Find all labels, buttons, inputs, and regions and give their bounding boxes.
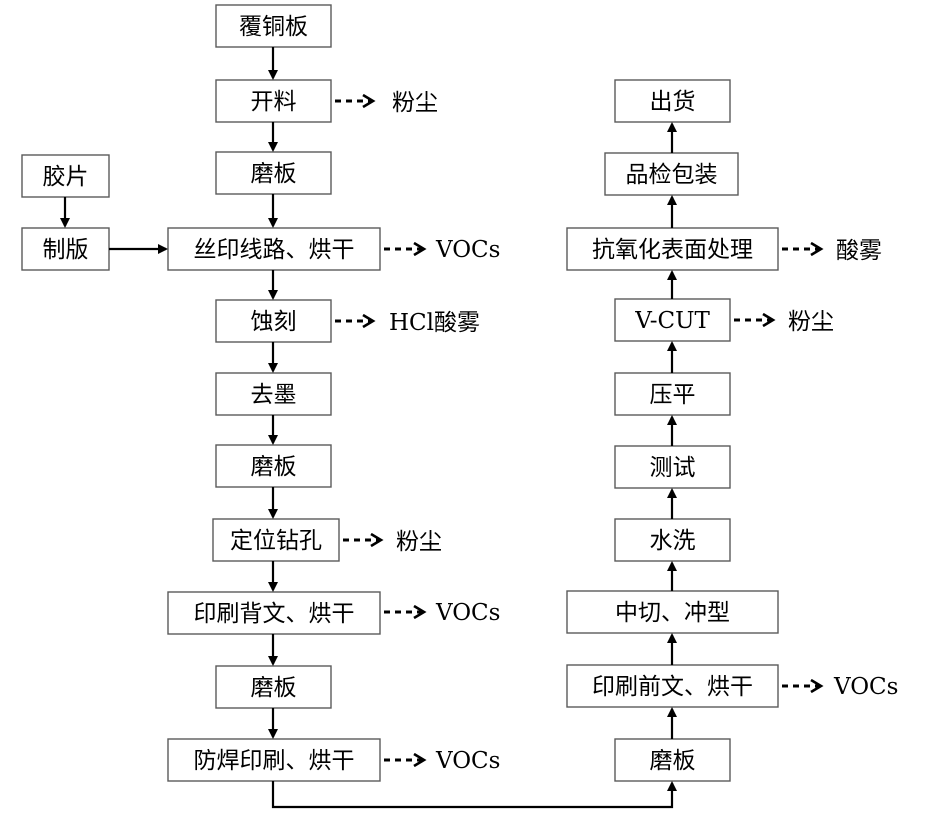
step-label: 印刷前文、烘干 (592, 674, 753, 700)
emission-label: 粉尘 (396, 529, 442, 555)
step-silkscreen-circuit: 丝印线路、烘干 (167, 227, 381, 271)
emission-silkscreen: VOCs (384, 237, 500, 263)
step-label: 覆铜板 (239, 14, 308, 40)
step-flattening: 压平 (614, 372, 731, 416)
step-grinding-4: 磨板 (614, 738, 731, 782)
emission-cutting: 粉尘 (335, 90, 438, 116)
step-film: 胶片 (21, 154, 110, 198)
step-grinding-3: 磨板 (215, 665, 332, 709)
step-anti-oxidation-treatment: 抗氧化表面处理 (566, 227, 779, 271)
step-shipment: 出货 (614, 79, 731, 123)
emission-v-cut: 粉尘 (734, 309, 834, 335)
step-positioning-drilling: 定位钻孔 (212, 518, 340, 562)
step-back-text-printing: 印刷背文、烘干 (167, 591, 381, 635)
step-cutting-punching: 中切、冲型 (566, 590, 779, 634)
step-label: 水洗 (650, 528, 696, 554)
step-label: 中切、冲型 (615, 600, 730, 626)
emission-label: 酸雾 (836, 238, 882, 264)
step-front-text-printing: 印刷前文、烘干 (566, 664, 779, 708)
step-label: 蚀刻 (251, 309, 297, 335)
step-label: 磨板 (251, 454, 297, 480)
step-copper-clad-board: 覆铜板 (215, 4, 332, 48)
emission-solder-mask: VOCs (384, 748, 500, 774)
step-grinding-1: 磨板 (215, 151, 332, 195)
step-grinding-2: 磨板 (215, 444, 332, 488)
emission-label: 粉尘 (392, 90, 438, 116)
step-solder-mask-printing: 防焊印刷、烘干 (167, 738, 381, 782)
step-label: 定位钻孔 (230, 528, 322, 554)
emission-label: VOCs (435, 237, 500, 263)
step-label: 测试 (650, 455, 696, 481)
step-label: 抗氧化表面处理 (592, 237, 753, 263)
emission-front-text: VOCs (782, 674, 898, 700)
step-inspection-packaging: 品检包装 (604, 152, 739, 196)
emission-etching: HCl酸雾 (335, 310, 480, 336)
emission-label: VOCs (435, 600, 500, 626)
step-washing: 水洗 (614, 518, 731, 562)
step-label: 制版 (43, 237, 89, 263)
step-label: 品检包装 (626, 162, 718, 188)
step-label: 开料 (251, 89, 297, 115)
step-label: 胶片 (43, 164, 89, 190)
emission-label: VOCs (833, 674, 898, 700)
step-label: 压平 (650, 382, 696, 408)
step-ink-removal: 去墨 (215, 372, 332, 416)
step-label: 防焊印刷、烘干 (194, 748, 355, 774)
step-label: V-CUT (634, 308, 710, 334)
step-cutting: 开料 (215, 79, 332, 123)
step-label: 磨板 (650, 748, 696, 774)
step-v-cut: V-CUT (614, 298, 731, 342)
side-flow-arrows (60, 197, 168, 254)
step-label: 去墨 (251, 382, 297, 408)
emission-back-text: VOCs (384, 600, 500, 626)
step-label: 印刷背文、烘干 (194, 601, 355, 627)
emission-anti-oxidation: 酸雾 (782, 238, 882, 264)
emission-drilling: 粉尘 (343, 529, 442, 555)
connector-arrow (271, 781, 677, 809)
step-label: 丝印线路、烘干 (194, 237, 355, 263)
step-label: 出货 (650, 89, 696, 115)
step-etching: 蚀刻 (215, 299, 332, 343)
step-testing: 测试 (614, 445, 731, 489)
step-label: 磨板 (251, 675, 297, 701)
emission-label: VOCs (435, 748, 500, 774)
step-label: 磨板 (251, 161, 297, 187)
step-plate-making: 制版 (21, 227, 110, 271)
emission-label: HCl酸雾 (389, 310, 480, 336)
emission-label: 粉尘 (788, 309, 834, 335)
